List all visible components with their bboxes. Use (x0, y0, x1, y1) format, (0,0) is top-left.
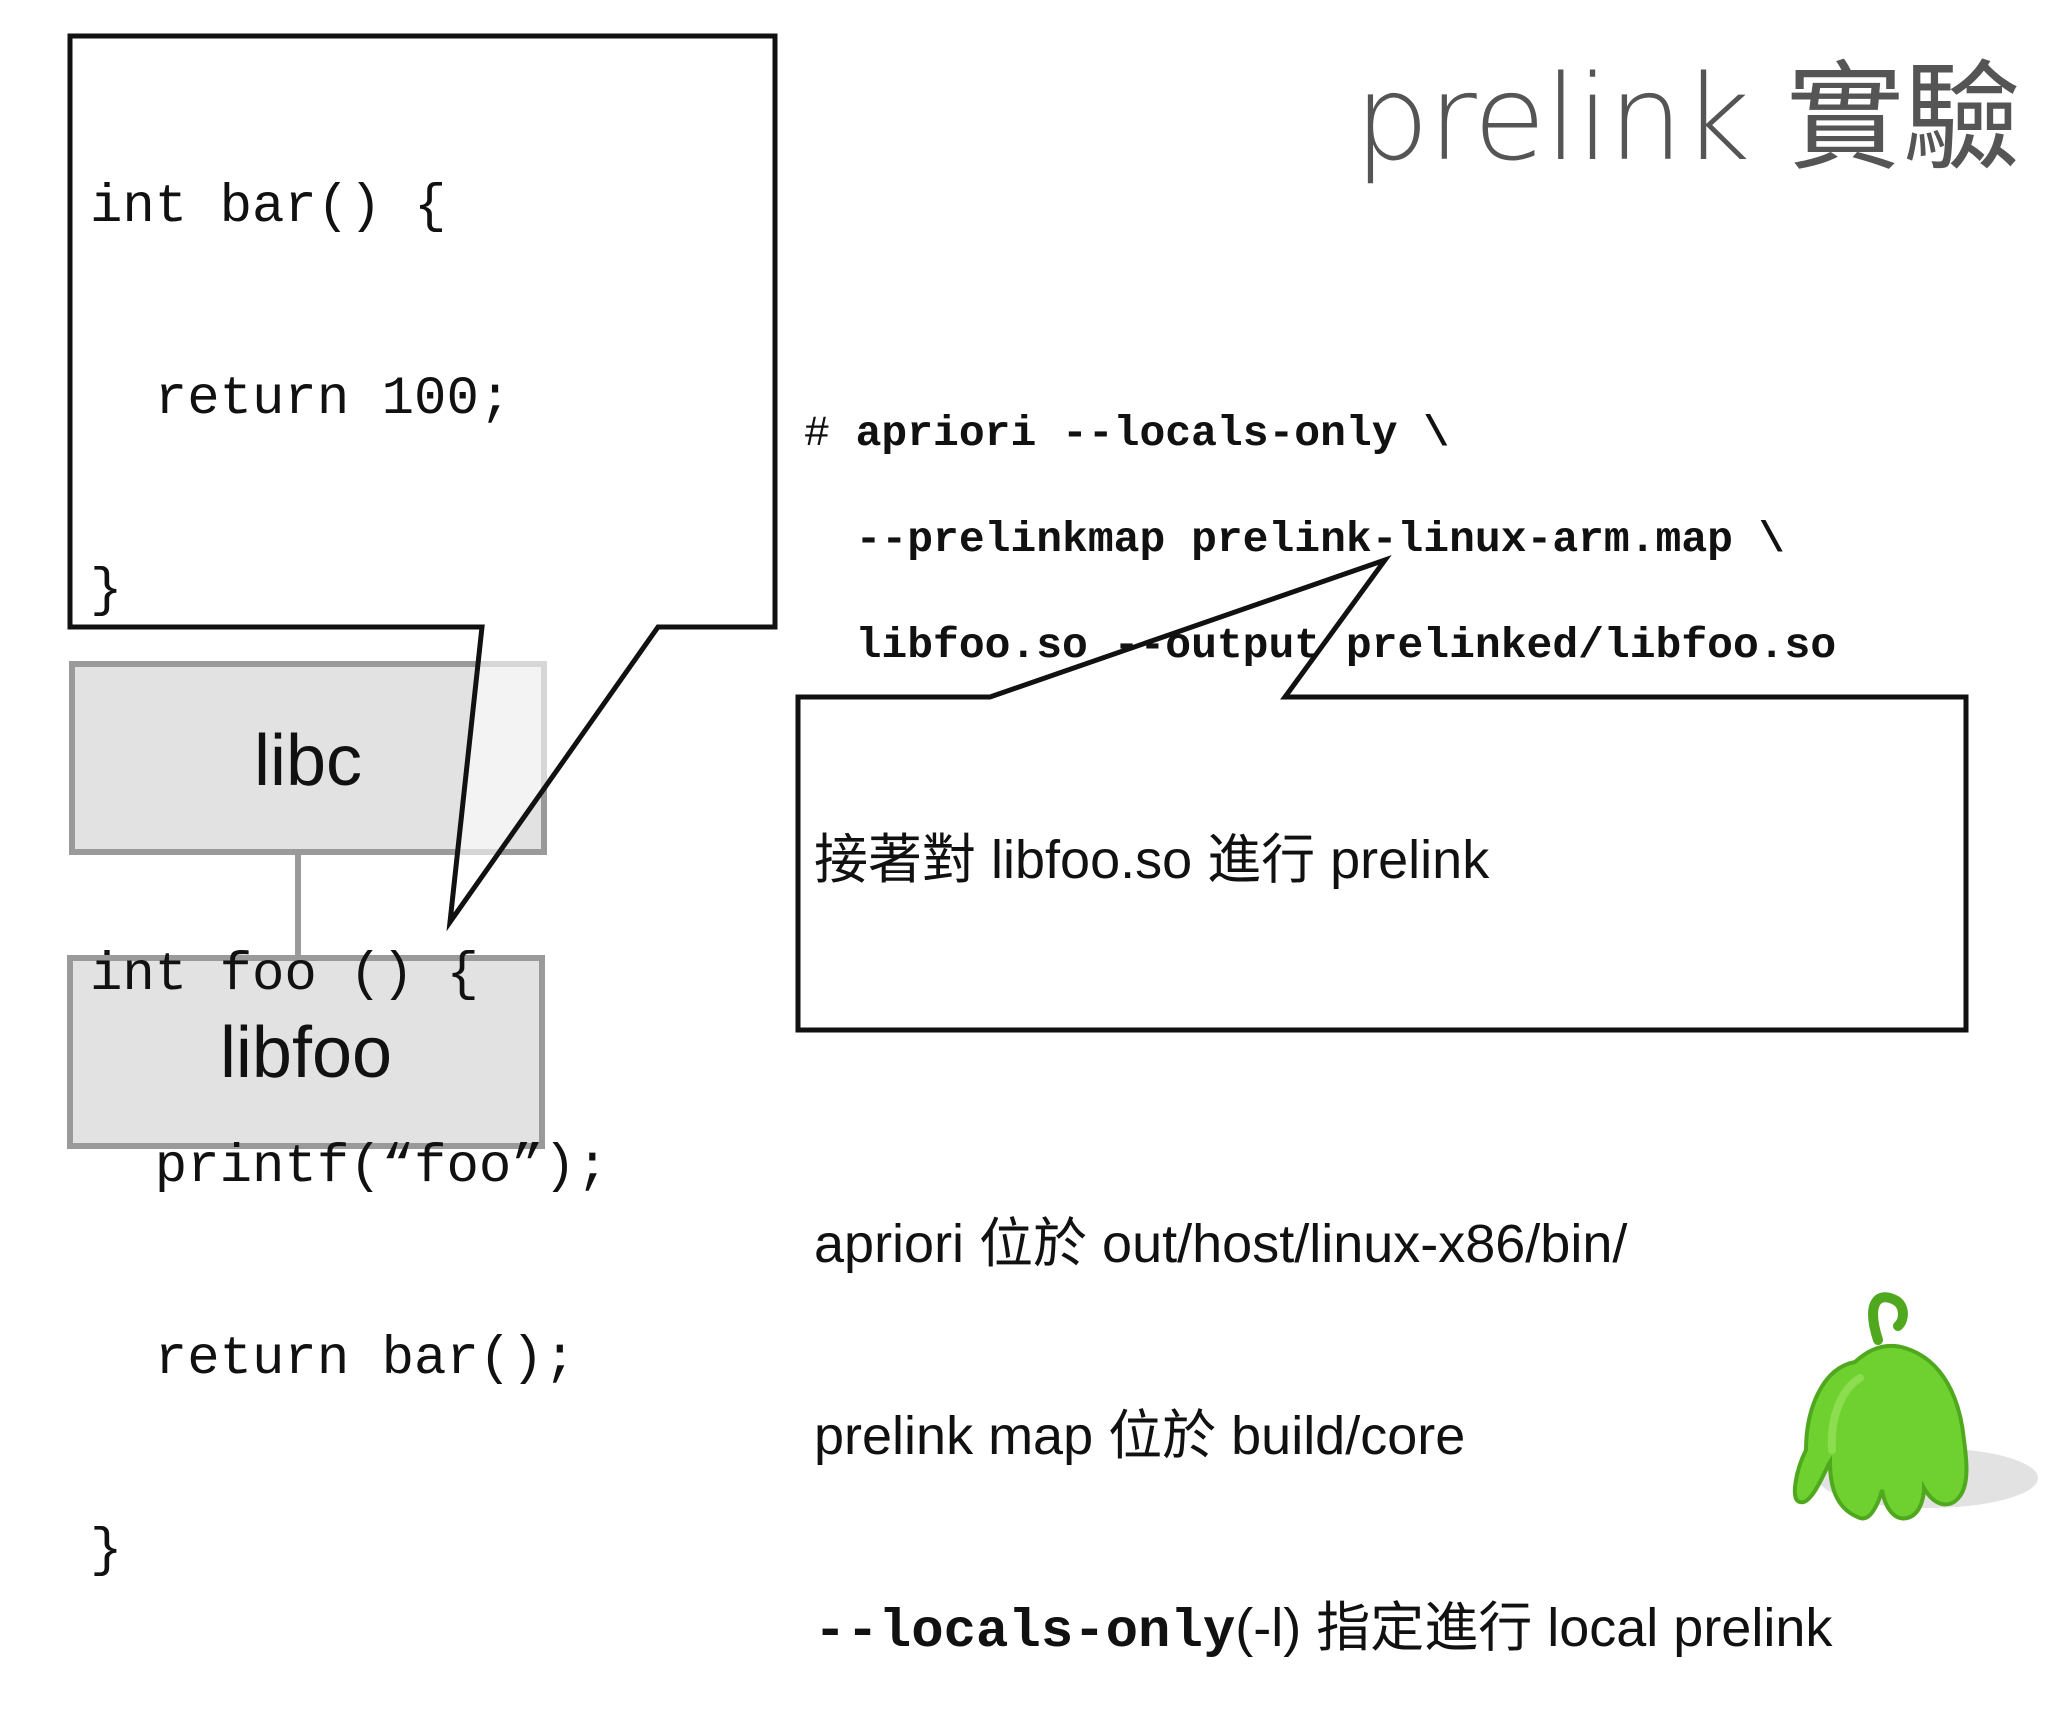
command-prompt: # (804, 409, 830, 458)
libc-label: libc (253, 721, 363, 801)
code-speech-bubble (67, 33, 778, 932)
command-line-3: libfoo.so --output prelinked/libfoo.so (855, 621, 1837, 670)
code-line: int foo () { (90, 945, 479, 1006)
command-block: # apriori --locals-only \ --prelinkmap p… (804, 354, 1836, 725)
code-line: printf(“foo”); (90, 1137, 609, 1198)
code-line: int bar() { (90, 177, 447, 238)
note-line-1: 接著對 libfoo.so 進行 prelink (814, 830, 1490, 890)
libfoo-label: libfoo (219, 1013, 393, 1093)
code-line: return 100; (90, 369, 512, 430)
note-line-4: (-l) 指定進行 local prelink (1235, 1598, 1833, 1658)
code-line: return bar(); (90, 1329, 577, 1390)
note-callout-bubble (795, 555, 1969, 1033)
note-line-3: prelink map 位於 build/core (814, 1406, 1466, 1466)
code-line: } (90, 561, 123, 622)
libfoo-box (67, 955, 545, 1149)
code-line: } (90, 1521, 123, 1582)
command-line-1: apriori --locals-only \ (855, 409, 1450, 458)
note-line-2: apriori 位於 out/host/linux-x86/bin/ (814, 1214, 1628, 1274)
green-android-mascot-icon (1792, 1292, 2038, 1521)
note-flag: --locals-only (814, 1602, 1236, 1663)
diagram-shapes (67, 33, 2038, 1521)
code-listing: int bar() { return 100; } int foo () { p… (90, 48, 608, 1648)
note-text: 接著對 libfoo.so 進行 prelink apriori 位於 out/… (814, 700, 1832, 1724)
page-title: prelink 實驗 (1354, 49, 2021, 187)
command-line-2: --prelinkmap prelink-linux-arm.map \ (855, 515, 1785, 564)
